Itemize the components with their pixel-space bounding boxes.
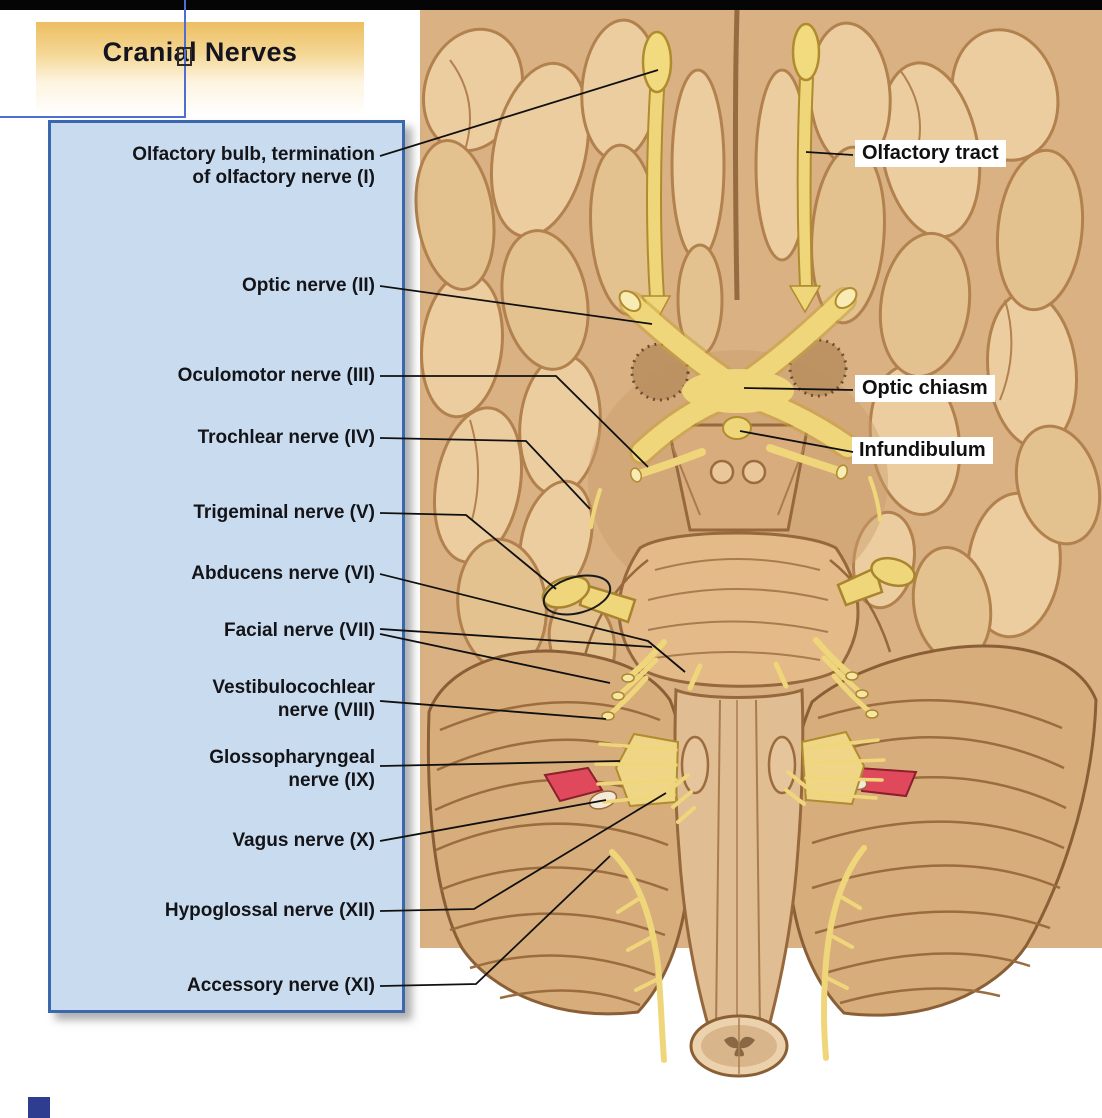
olive-left xyxy=(680,735,710,795)
label-vestibulocochlear-VIII: Vestibulocochlear nerve (VIII) xyxy=(212,677,375,721)
text-cursor-icon xyxy=(177,47,192,66)
cerebellum-right xyxy=(786,644,1098,1017)
olfactory-tract-right xyxy=(796,77,815,287)
label-optic-II: Optic nerve (II) xyxy=(241,275,375,296)
label-abducens-VI: Abducens nerve (VI) xyxy=(191,563,375,584)
label-infundibulum: Infundibulum xyxy=(852,437,993,464)
olfactory-tract-left xyxy=(646,89,666,299)
label-accessory-XI: Accessory nerve (XI) xyxy=(187,975,375,996)
olive-right xyxy=(767,735,797,795)
abducens-nerves xyxy=(687,661,789,691)
olfactory-bulb-right xyxy=(791,22,821,82)
label-panel: Olfactory bulb, termination of olfactory… xyxy=(48,120,405,1013)
label-optic-chiasm: Optic chiasm xyxy=(855,375,995,402)
cranial-nerves-yellow xyxy=(541,22,916,1063)
top-black-bar xyxy=(0,0,1102,10)
longitudinal-fissure xyxy=(733,9,740,301)
medulla xyxy=(673,687,805,1034)
label-olfactory-bulb-I: Olfactory bulb, termination of olfactory… xyxy=(132,144,375,188)
cerebellum-left xyxy=(426,649,692,1016)
label-trochlear-IV: Trochlear nerve (IV) xyxy=(197,427,375,448)
olfactory-bulb-left xyxy=(641,30,673,94)
label-trigeminal-V: Trigeminal nerve (V) xyxy=(193,502,375,523)
guide-line-horizontal xyxy=(0,116,186,118)
midbrain xyxy=(666,423,810,532)
label-hypoglossal-XII: Hypoglossal nerve (XII) xyxy=(164,900,375,921)
label-oculomotor-III: Oculomotor nerve (III) xyxy=(177,365,375,386)
figure-title: Cranial Nerves xyxy=(102,37,298,67)
infundibulum xyxy=(722,416,752,440)
optic-nerve-cut-right xyxy=(834,287,858,309)
mammillary-bodies xyxy=(709,459,767,485)
guide-line-vertical xyxy=(184,0,186,118)
label-olfactory-tract: Olfactory tract xyxy=(855,140,1006,167)
slide-artifact-square xyxy=(28,1097,50,1118)
label-facial-VII: Facial nerve (VII) xyxy=(223,620,375,641)
spinal-cord-section xyxy=(689,1014,789,1078)
hypoglossal-rootlets xyxy=(668,770,808,824)
label-glossopharyngeal-IX: Glossopharyngeal nerve (IX) xyxy=(209,747,375,791)
figure-title-box: Cranial Nerves xyxy=(36,22,364,116)
label-vagus-X: Vagus nerve (X) xyxy=(232,830,375,851)
trochlear-nerves xyxy=(589,476,882,529)
